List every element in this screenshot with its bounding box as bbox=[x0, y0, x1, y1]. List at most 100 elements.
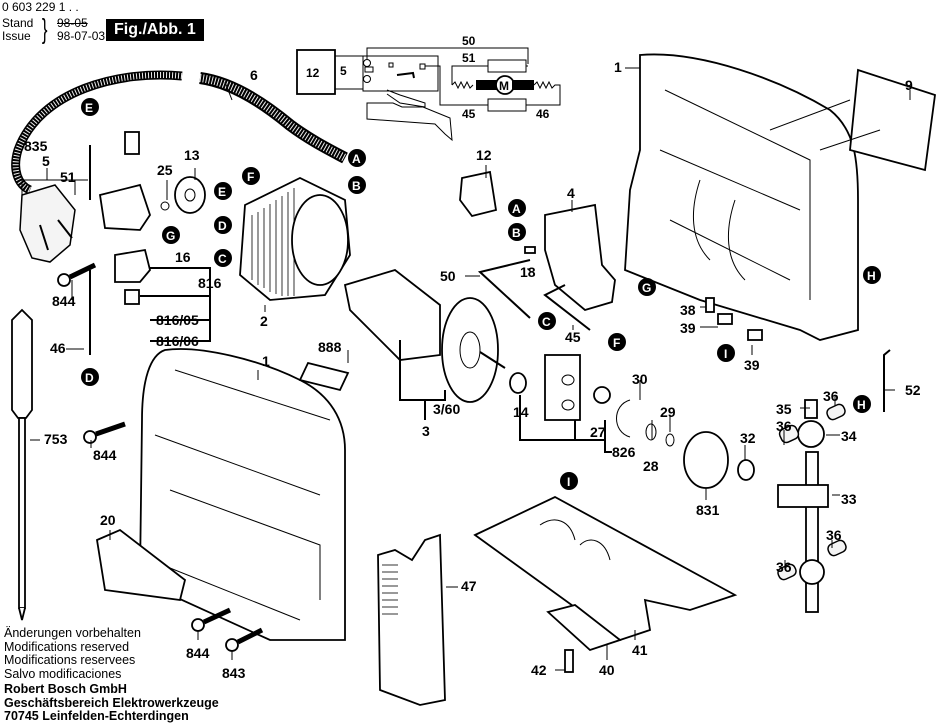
label-30: 30 bbox=[632, 371, 648, 387]
motor-label: M bbox=[499, 79, 509, 93]
label-2: 2 bbox=[260, 313, 268, 329]
label-33: 33 bbox=[841, 491, 857, 507]
svg-text:F: F bbox=[247, 170, 254, 184]
wire-label-45: 45 bbox=[462, 107, 476, 121]
note-english: Modifications reserved bbox=[4, 639, 130, 654]
cover-20 bbox=[96, 528, 187, 601]
company-address: 70745 Leinfelden-Echterdingen bbox=[4, 709, 189, 723]
svg-text:C: C bbox=[542, 315, 551, 329]
label-36-c: 36 bbox=[826, 527, 842, 543]
label-39-a: 39 bbox=[680, 320, 696, 336]
wiring-schematic: 12 5 50 51 45 46 M bbox=[296, 34, 561, 142]
label-42: 42 bbox=[531, 662, 547, 678]
wire-45 bbox=[543, 284, 591, 331]
svg-text:A: A bbox=[352, 152, 361, 166]
wire-50 bbox=[477, 259, 531, 319]
label-36-d: 36 bbox=[776, 559, 792, 575]
callout-I-housing: I bbox=[717, 344, 735, 362]
wire-label-46: 46 bbox=[536, 107, 550, 121]
plunger-assembly bbox=[777, 399, 847, 613]
housing-half-right bbox=[624, 53, 859, 341]
label-844-a: 844 bbox=[52, 293, 76, 309]
label-32: 32 bbox=[740, 430, 756, 446]
label-27: 27 bbox=[590, 424, 606, 440]
stand-issue-labels: Stand Issue bbox=[2, 17, 33, 43]
armature-3 bbox=[343, 269, 506, 403]
screw-844-top bbox=[83, 421, 126, 444]
screwdriver-753 bbox=[11, 308, 33, 621]
callout-F-stator: F bbox=[242, 167, 260, 185]
nut-39b bbox=[747, 329, 763, 341]
label-38: 38 bbox=[680, 302, 696, 318]
callout-E-top: E bbox=[81, 98, 99, 116]
label-36-a: 36 bbox=[823, 388, 839, 404]
label-50: 50 bbox=[440, 268, 456, 284]
part-labels: 1 1 2 3 3/60 4 5 6 9 12 13 14 16 18 20 2… bbox=[24, 59, 921, 681]
callout-I-base: I bbox=[560, 472, 578, 490]
label-16: 16 bbox=[175, 249, 191, 265]
label-6: 6 bbox=[250, 67, 258, 83]
wiring-box-label: 12 bbox=[306, 66, 320, 80]
note-french: Modifications reservees bbox=[4, 653, 136, 667]
nut-39a bbox=[717, 313, 733, 325]
pin-52 bbox=[883, 349, 891, 412]
brush-holder-lower bbox=[114, 248, 151, 283]
gear-831 bbox=[683, 431, 729, 489]
label-888 bbox=[298, 361, 350, 392]
modification-notes: Änderungen vorbehalten Modifications res… bbox=[4, 626, 141, 681]
svg-text:D: D bbox=[218, 219, 227, 233]
circlip-30 bbox=[616, 399, 631, 438]
label-39-b: 39 bbox=[744, 357, 760, 373]
svg-text:G: G bbox=[166, 229, 175, 243]
brush-holder-upper bbox=[98, 183, 151, 231]
screw-42 bbox=[564, 649, 574, 673]
callout-B-cord: B bbox=[348, 176, 366, 194]
svg-text:E: E bbox=[85, 101, 93, 115]
figure-label: Fig./Abb. 1 bbox=[106, 19, 204, 41]
note-spanish: Salvo modificaciones bbox=[4, 666, 122, 681]
leader-lines bbox=[21, 67, 911, 671]
label-4: 4 bbox=[567, 185, 575, 201]
company-division: Geschäftsbereich Elektrowerkzeuge bbox=[4, 695, 219, 710]
label-844-c: 844 bbox=[186, 645, 210, 661]
label-1-left: 1 bbox=[262, 353, 270, 369]
label-45: 45 bbox=[565, 329, 581, 345]
stator-field-2 bbox=[239, 176, 351, 301]
label-35: 35 bbox=[776, 401, 792, 417]
svg-text:I: I bbox=[567, 475, 570, 489]
issue-label: Issue bbox=[2, 29, 31, 43]
label-47: 47 bbox=[461, 578, 477, 594]
callout-A-cord: A bbox=[348, 149, 366, 167]
bushing-27 bbox=[593, 386, 611, 404]
wiring-terminal-label: 5 bbox=[340, 64, 347, 78]
switch-cap-12 bbox=[459, 170, 498, 218]
label-753: 753 bbox=[44, 431, 68, 447]
washer-29 bbox=[665, 433, 675, 447]
power-cord bbox=[11, 70, 348, 263]
label-51: 51 bbox=[60, 169, 76, 185]
label-816-05: 816/05 bbox=[156, 312, 199, 328]
note-german: Änderungen vorbehalten bbox=[4, 626, 141, 640]
svg-text:B: B bbox=[512, 226, 521, 240]
screw-844-left bbox=[57, 262, 97, 287]
label-835: 835 bbox=[24, 138, 48, 154]
label-844-b: 844 bbox=[93, 447, 117, 463]
label-13: 13 bbox=[184, 147, 200, 163]
bearing-block-826 bbox=[544, 354, 581, 421]
label-12: 12 bbox=[476, 147, 492, 163]
label-826: 826 bbox=[612, 444, 636, 460]
callout-A-switch: A bbox=[508, 199, 526, 217]
svg-text:F: F bbox=[613, 336, 620, 350]
label-1-right: 1 bbox=[614, 59, 622, 75]
label-5: 5 bbox=[42, 153, 50, 169]
svg-text:B: B bbox=[352, 179, 361, 193]
callout-D-bottom: D bbox=[81, 368, 99, 386]
callouts: A B A B C F E D G E D C F G H I H I bbox=[81, 98, 881, 490]
svg-text:G: G bbox=[642, 281, 651, 295]
svg-text:C: C bbox=[218, 252, 227, 266]
label-14: 14 bbox=[513, 404, 529, 420]
carbon-brush bbox=[124, 289, 140, 305]
bearing-14 bbox=[509, 372, 527, 394]
housing-half-left bbox=[139, 348, 346, 641]
